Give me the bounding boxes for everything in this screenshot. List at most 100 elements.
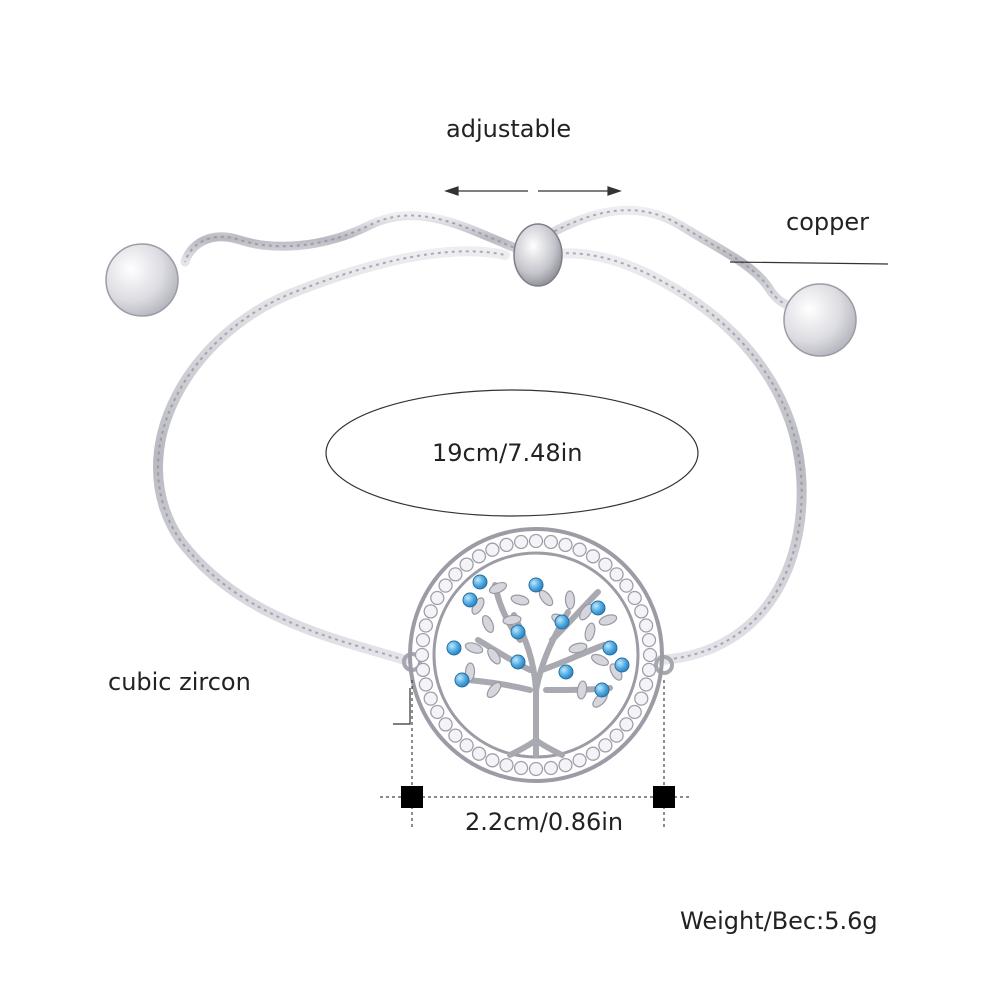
blue-stone [554,614,570,630]
clear-stone [513,534,529,550]
clear-stone [423,604,438,619]
clear-stone [418,677,434,692]
tail-chain-texture-left [184,214,521,263]
clear-stone [627,704,642,720]
clear-stone [572,542,587,557]
clear-stone [528,533,544,549]
blue-stone [594,682,610,698]
tree-of-life-pendant [408,527,664,783]
length-label: 19cm/7.48in [432,439,583,467]
clear-stone [642,647,658,663]
clear-stone [415,662,431,678]
clear-stone [543,760,559,776]
clear-stone [414,647,430,663]
tail-chain-texture-right [529,209,796,311]
end-disc-right [783,283,857,357]
chain-texture-right [539,252,803,661]
leaf [564,590,576,610]
zircon-leader-line [393,688,411,725]
clear-stone [638,677,654,692]
clear-stone [430,704,445,720]
clear-stone [499,537,514,553]
clear-stone [485,542,500,557]
clear-stone [619,578,634,593]
clear-stone [459,557,474,572]
clear-stone [513,760,529,776]
clear-stone [459,738,474,753]
length-ellipse [325,389,699,517]
adjustable-label: adjustable [446,115,572,143]
clear-stone [609,567,624,582]
end-disc-left [105,243,179,317]
clear-stone [448,728,463,743]
clear-stone [585,746,601,761]
clear-stone [543,534,559,550]
clear-stone [485,753,500,768]
leaf [481,614,495,634]
material-label: cubic zircon [108,668,251,696]
clear-stone [558,757,573,773]
copper-leader-line [729,261,889,265]
clear-stone [448,567,463,582]
clear-stone [558,537,573,553]
leaf [488,581,508,595]
clear-stone [598,557,613,572]
bracelet-chain-left [152,246,510,665]
blue-stone [614,657,630,673]
clear-stone [619,717,634,732]
adjustable-arrows [444,186,622,196]
leaf [584,622,596,642]
leaf [568,642,588,654]
leaf [502,614,522,626]
blue-stone [590,600,606,616]
blue-stone [510,654,526,670]
tail-chain-right [525,205,800,315]
clear-stone [598,738,613,753]
clear-stone [430,590,445,606]
clear-stone [415,632,431,648]
blue-stone [454,672,470,688]
blue-stone [528,577,544,593]
clear-stone [438,717,453,732]
clear-stone [423,691,438,706]
blue-stone [602,640,618,656]
clear-stone [471,746,487,761]
clear-stone [471,549,487,564]
leaf [487,647,501,665]
blue-stone [472,574,488,590]
clear-stone [438,578,453,593]
dimension-marker-left [401,786,423,808]
leaf [464,642,484,654]
slider-bead [513,223,563,287]
clear-stone [585,549,601,564]
blue-stone [510,624,526,640]
clear-stone [638,618,654,633]
clear-stone [572,753,587,768]
clear-stone [634,604,649,619]
leaf [576,680,588,700]
clear-stone [418,618,434,633]
jump-ring-right [654,655,674,675]
weight-label: Weight/Bec:5.6g [680,907,878,935]
blue-stone [558,664,574,680]
clear-stone [627,590,642,606]
blue-stone [462,592,478,608]
clear-stone [641,662,657,678]
clear-stone [609,728,624,743]
leaf [486,681,502,699]
blue-stone [446,640,462,656]
clear-stone [528,761,544,777]
diameter-label: 2.2cm/0.86in [465,808,624,836]
clear-stone-ring [414,533,658,777]
leaf [598,614,618,626]
blue-stones [446,574,630,698]
leaf [510,594,530,606]
dimension-marker-right [653,786,675,808]
diameter-dimension [380,680,692,830]
leaf [590,653,610,667]
clear-stone [641,632,657,648]
copper-label: copper [786,208,869,236]
leaf [579,603,593,621]
